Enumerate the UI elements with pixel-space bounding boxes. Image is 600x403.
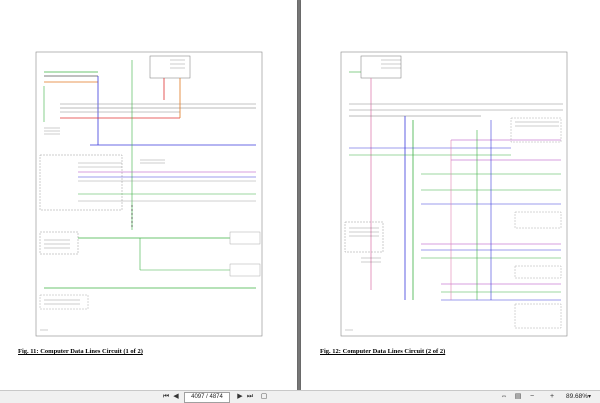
fit-page-icon[interactable]: ▢ [260,393,268,400]
wiring-diagram-left [35,51,263,337]
first-page-icon[interactable]: ⏮ [162,393,170,400]
total-pages: 4874 [209,394,223,400]
zoom-in-icon[interactable]: + [549,393,555,400]
page-view-icon[interactable]: ▤ [514,393,522,400]
wiring-diagram-right [340,51,568,337]
figure-caption-left: Fig. 11: Computer Data Lines Circuit (1 … [18,348,143,355]
zoom-level[interactable]: 89.68% [566,393,589,400]
chevron-down-icon[interactable]: ▾ [588,394,592,400]
pdf-page-left: Fig. 11: Computer Data Lines Circuit (1 … [0,0,297,390]
fit-width-icon[interactable]: ⇔ [500,393,508,400]
pdf-viewer-statusbar: ⏮ ◀ 4097 / 4874 ▶ ⏭ ▢ ⇔ ▤ − + 89.68% ▾ [0,390,600,403]
pdf-page-right: Fig. 12: Computer Data Lines Circuit (2 … [301,0,600,390]
next-page-icon[interactable]: ▶ [237,393,243,400]
last-page-icon[interactable]: ⏭ [246,393,254,400]
figure-caption-right: Fig. 12: Computer Data Lines Circuit (2 … [320,348,446,355]
current-page: 4097 [191,394,205,400]
zoom-out-icon[interactable]: − [529,393,535,400]
page-number-input[interactable]: 4097 / 4874 [184,392,230,403]
page-separator: / [206,394,208,400]
prev-page-icon[interactable]: ◀ [173,393,179,400]
